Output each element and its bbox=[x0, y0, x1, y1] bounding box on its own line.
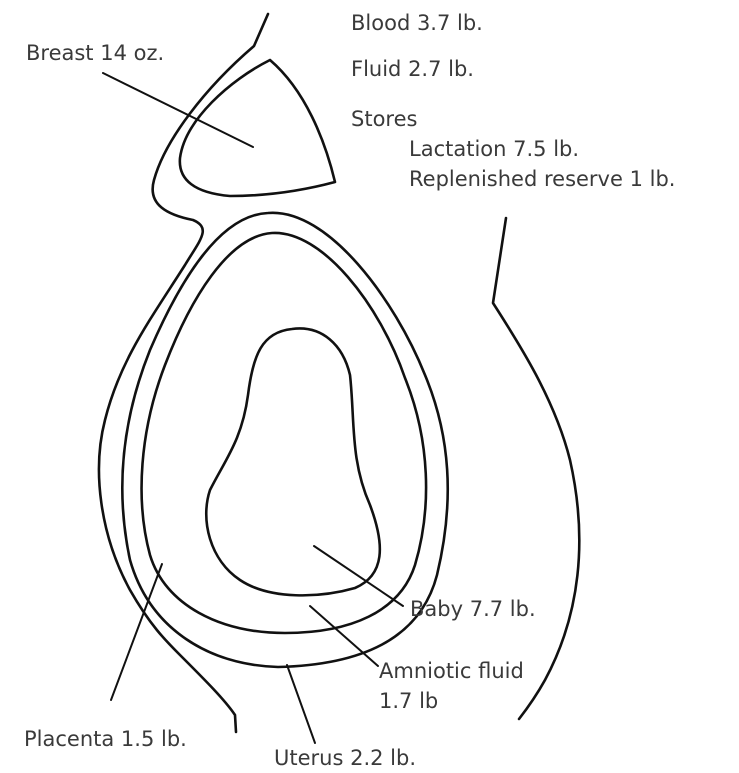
amniotic-sac-outline bbox=[142, 233, 427, 633]
uterus-leader-line bbox=[287, 665, 315, 743]
placenta-leader-line bbox=[111, 564, 162, 700]
body-back-outline bbox=[99, 14, 268, 732]
baby-outline bbox=[206, 328, 380, 595]
amniotic-fluid-label: Amniotic fluid bbox=[379, 659, 524, 683]
replenished-reserve-label: Replenished reserve 1 lb. bbox=[409, 167, 675, 191]
lactation-label: Lactation 7.5 lb. bbox=[409, 137, 579, 161]
amniotic-fluid-weight-label: 1.7 lb bbox=[379, 689, 438, 713]
baby-leader-line bbox=[314, 546, 403, 606]
uterus-outline bbox=[122, 213, 447, 667]
amniotic-fluid-leader-line bbox=[310, 606, 378, 666]
breast-outline bbox=[180, 60, 335, 196]
fluid-label: Fluid 2.7 lb. bbox=[351, 57, 474, 81]
blood-label: Blood 3.7 lb. bbox=[351, 11, 483, 35]
baby-label: Baby 7.7 lb. bbox=[410, 597, 536, 621]
breast-label: Breast 14 oz. bbox=[26, 41, 164, 65]
stores-label: Stores bbox=[351, 107, 417, 131]
placenta-label: Placenta 1.5 lb. bbox=[24, 727, 187, 751]
belly-front-outline bbox=[493, 218, 579, 719]
uterus-label: Uterus 2.2 lb. bbox=[274, 746, 416, 770]
